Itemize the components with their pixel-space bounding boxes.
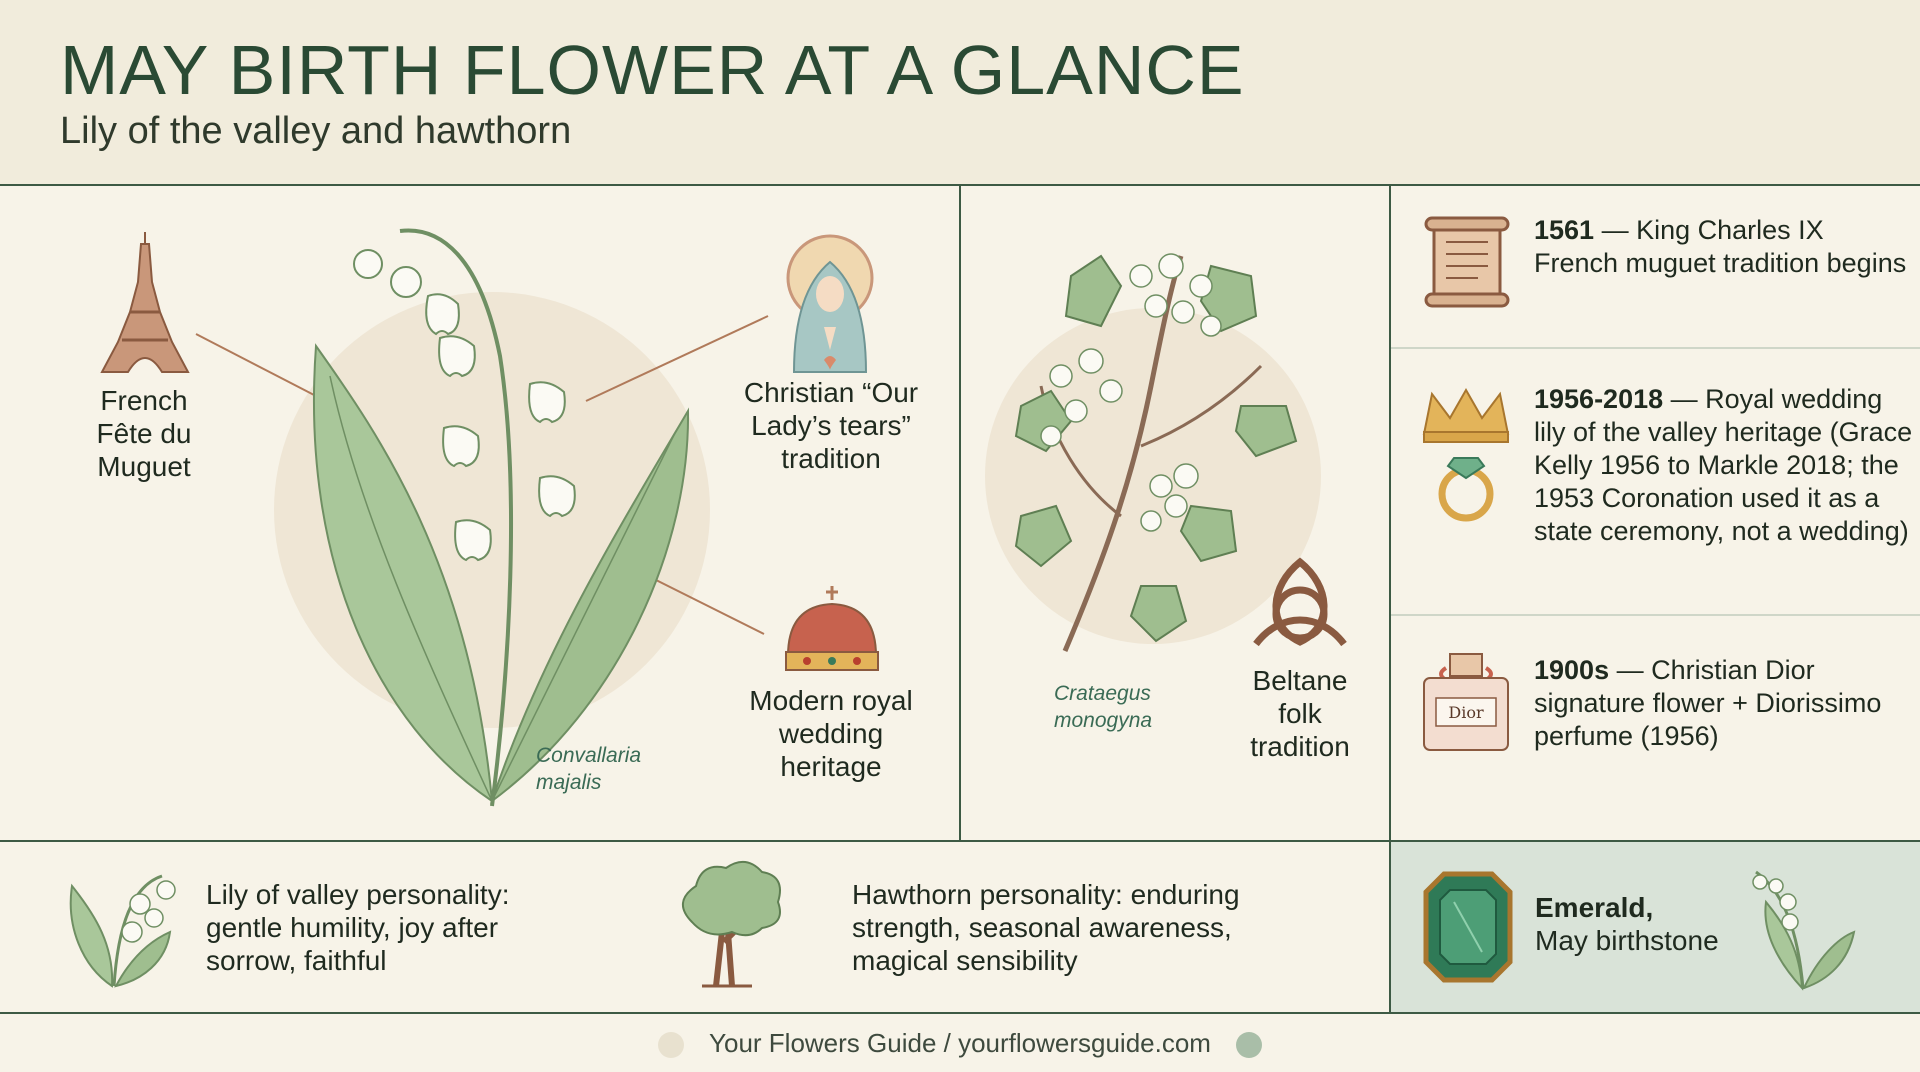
- lily-illustration: [195, 228, 769, 807]
- lily-sprig-icon: [1752, 870, 1856, 991]
- lily-personality-text: Lily of valley personality: gentle humil…: [206, 879, 510, 976]
- french-label: French Fête du Muguet: [96, 385, 192, 482]
- lily-small-icon: [69, 874, 176, 988]
- timeline-year-3: 1900s: [1534, 655, 1610, 685]
- divider-bottom-row: [0, 840, 1920, 842]
- timeline-desc-2: — Royal wedding lily of the valley herit…: [1534, 384, 1913, 546]
- crown-ring-icon: [1422, 387, 1510, 522]
- celtic-knot-icon: [1253, 557, 1347, 647]
- emerald-icon: [1423, 871, 1513, 983]
- connector-royal: [639, 571, 765, 635]
- hawthorn-personality-text: Hawthorn personality: enduring strength,…: [852, 879, 1240, 976]
- page-title: MAY BIRTH FLOWER AT A GLANCE: [60, 31, 1245, 109]
- footer-dot-right: [1236, 1032, 1262, 1058]
- perfume-bottle-icon: Dior: [1423, 653, 1509, 751]
- timeline-desc-1: — King Charles IX French muguet traditio…: [1534, 215, 1907, 278]
- madonna-icon: [786, 234, 874, 373]
- eiffel-tower-icon: [100, 232, 190, 373]
- hawthorn-latin-name-2: monogyna: [1054, 709, 1153, 732]
- hawthorn-latin-name-1: Crataegus: [1054, 682, 1151, 705]
- header: MAY BIRTH FLOWER AT A GLANCE Lily of the…: [0, 0, 1920, 186]
- timeline-year-1: 1561: [1534, 215, 1595, 245]
- hawthorn-blossoms: [1040, 253, 1222, 532]
- timeline-year-2: 1956-2018: [1534, 384, 1664, 414]
- timeline-separator-1: [1391, 347, 1920, 349]
- page-subtitle: Lily of the valley and hawthorn: [60, 110, 572, 152]
- footer-dot-left: [658, 1032, 684, 1058]
- connector-french: [195, 333, 317, 397]
- birthstone-caption: May birthstone: [1535, 925, 1719, 956]
- timeline-item-2: 1956-2018 — Royal wedding lily of the va…: [1534, 383, 1914, 548]
- timeline-item-3: 1900s — Christian Dior signature flower …: [1534, 654, 1914, 753]
- dior-bottle-label: Dior: [1448, 703, 1484, 722]
- scroll-icon: [1424, 216, 1510, 308]
- connector-christian: [585, 315, 769, 402]
- lily-bells: [353, 249, 576, 562]
- hawthorn-halo: [985, 308, 1321, 644]
- hawthorn-illustration: [985, 253, 1321, 652]
- divider-footer: [0, 1012, 1920, 1014]
- divider-lily-hawthorn: [959, 186, 961, 842]
- oak-tree-icon: [682, 861, 781, 988]
- royal-label: Modern royal wedding heritage: [749, 685, 913, 782]
- lily-stem: [399, 228, 513, 807]
- lily-latin-name-1: Convallaria: [536, 744, 642, 767]
- timeline-desc-3: — Christian Dior signature flower + Dior…: [1534, 655, 1882, 751]
- footer: Your Flowers Guide / yourflowersguide.co…: [0, 1014, 1920, 1072]
- crown-icon: [785, 586, 879, 671]
- beltane-label: Beltane folk tradition: [1250, 665, 1350, 762]
- timeline-separator-2: [1391, 614, 1920, 616]
- lily-leaf-left: [312, 343, 494, 804]
- birthstone-name: Emerald,: [1535, 892, 1654, 923]
- footer-link[interactable]: Your Flowers Guide / yourflowersguide.co…: [709, 1028, 1211, 1058]
- timeline-item-1: 1561 — King Charles IX French muguet tra…: [1534, 214, 1914, 280]
- hawthorn-branch: [1062, 255, 1184, 652]
- divider-hawthorn-timeline: [1389, 186, 1391, 1014]
- lily-latin-name-2: majalis: [536, 771, 602, 794]
- christian-label: Christian “Our Lady’s tears” tradition: [743, 377, 919, 474]
